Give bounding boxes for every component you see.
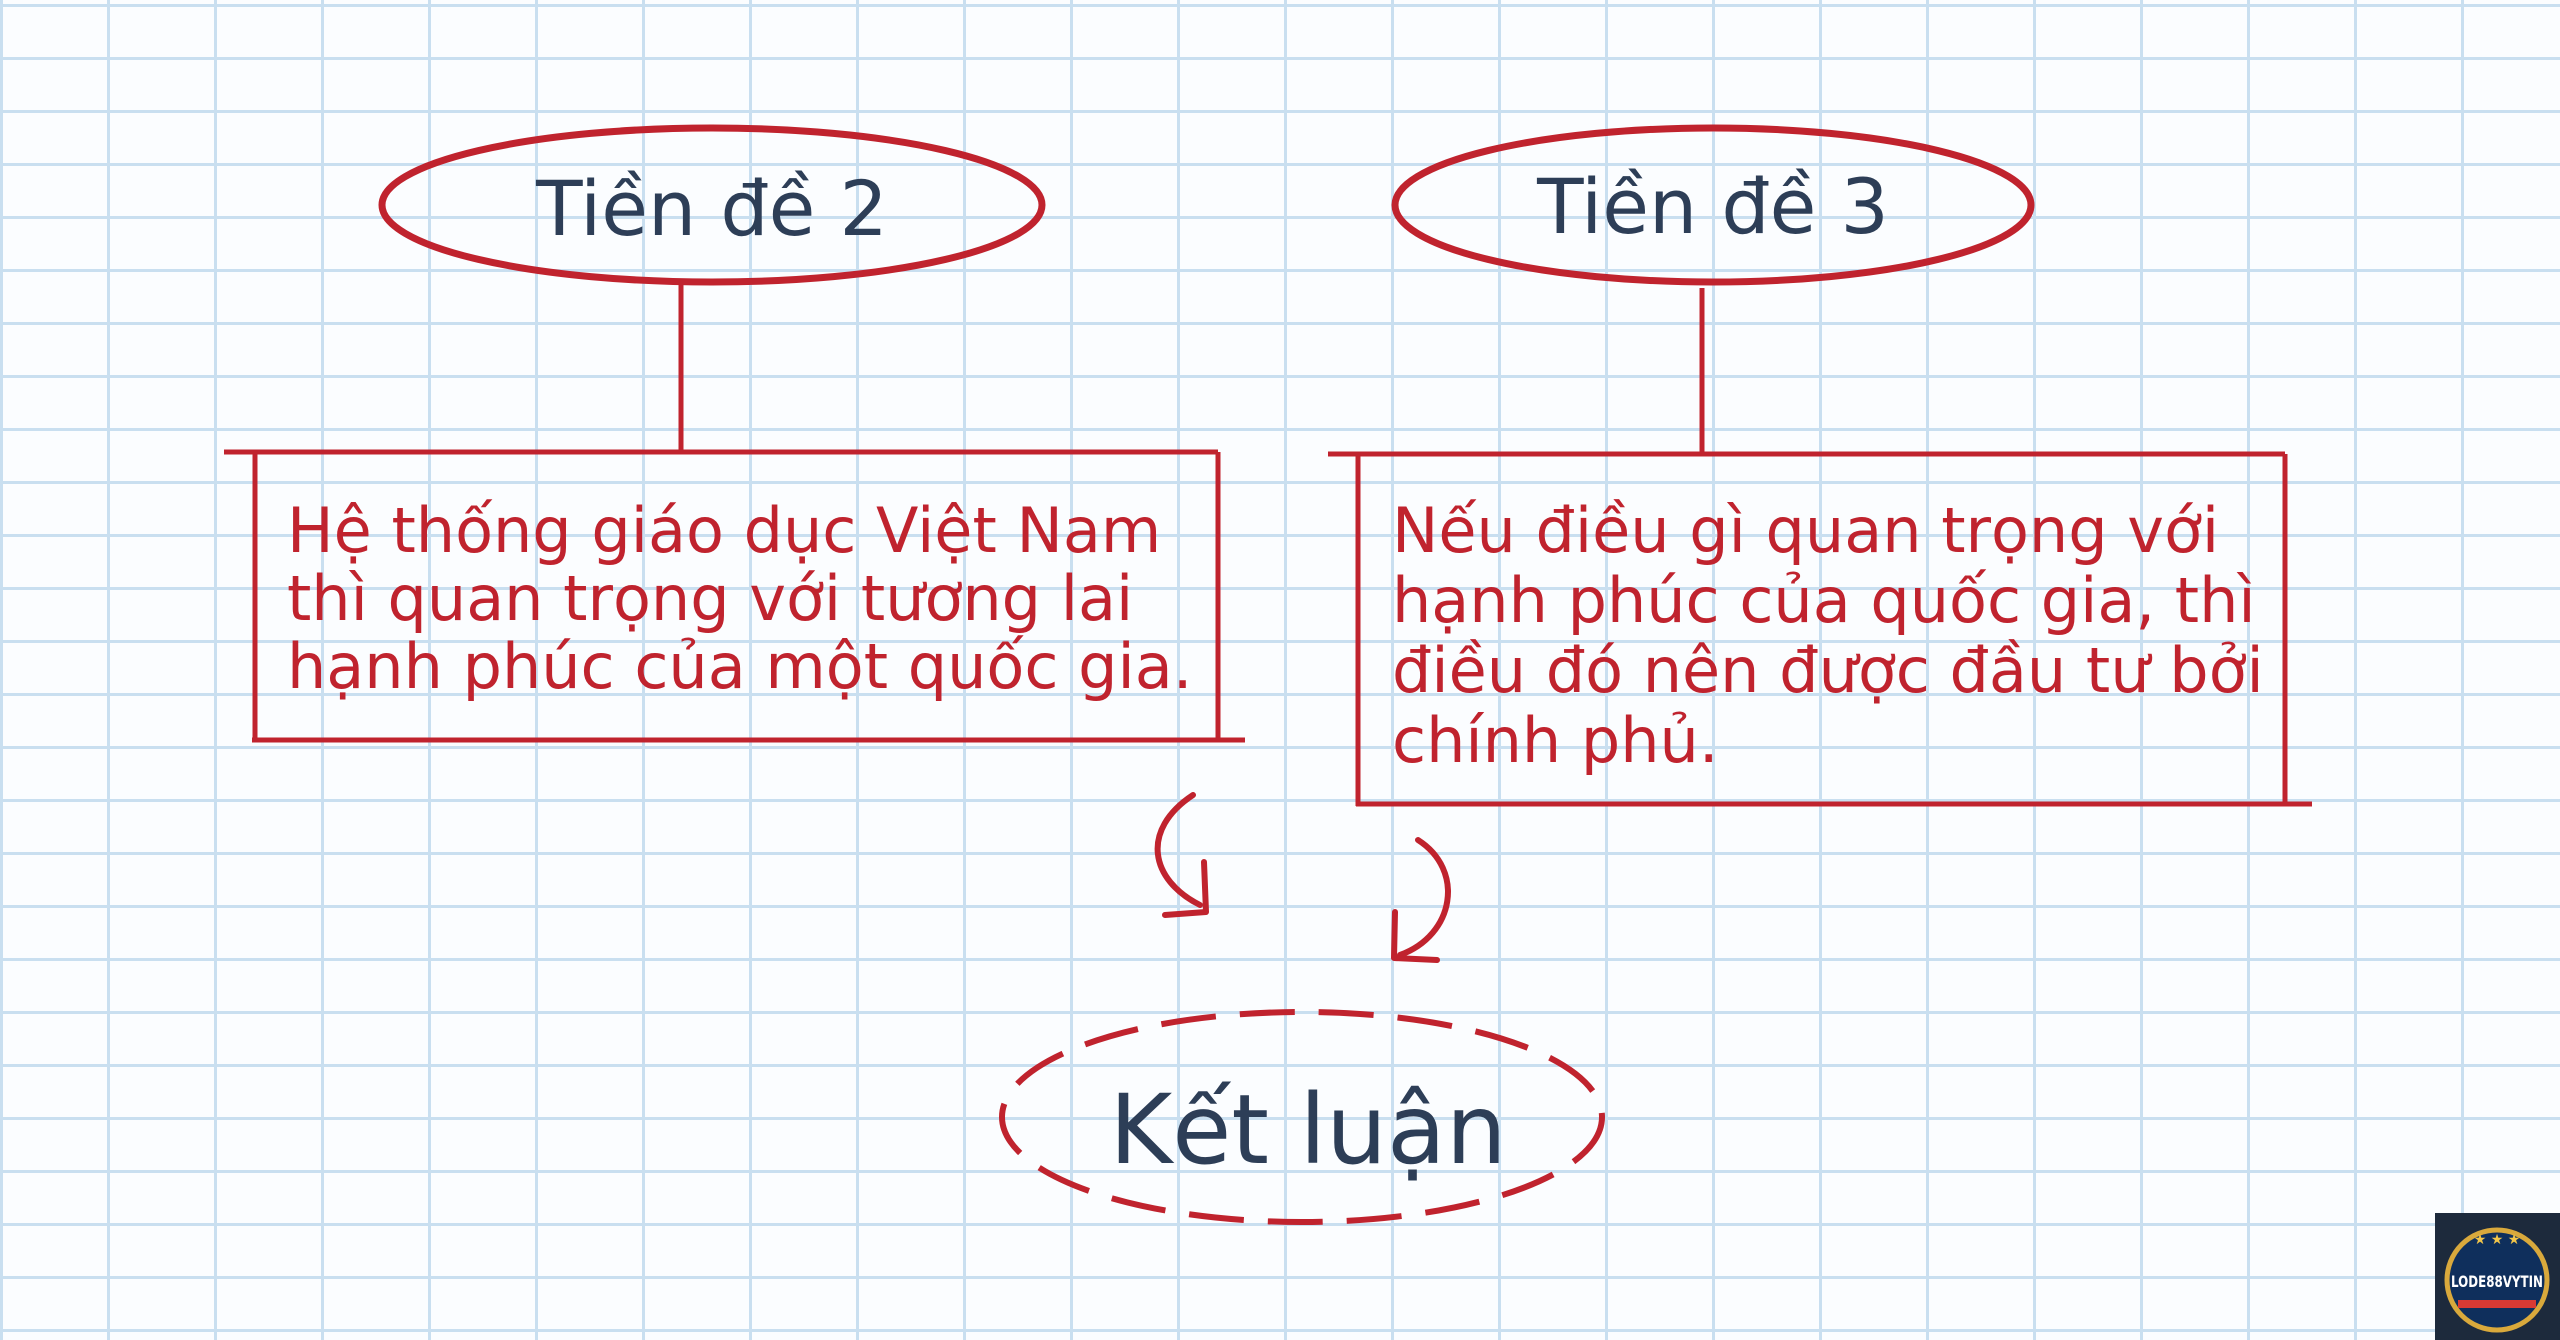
- premise-3-title: Tiền đề 3: [1536, 162, 1889, 251]
- logo-badge: ★ ★ ★ LODE88VYTIN: [2435, 1213, 2560, 1340]
- premise-3-line-4: chính phủ.: [1392, 704, 1719, 777]
- premise-3-line-2: hạnh phúc của quốc gia, thì: [1392, 564, 2256, 637]
- premise-2: Tiền đề 2 Hệ thống giáo dục Việt Nam thì…: [224, 124, 1245, 743]
- arrow-right-head: [1391, 909, 1440, 963]
- conclusion: Kết luận: [999, 1009, 1605, 1225]
- premise-3-ellipse: [1391, 124, 2035, 286]
- arrow-from-premise-2: [1154, 792, 1209, 918]
- premise-2-line-1: Hệ thống giáo dục Việt Nam: [287, 494, 1161, 567]
- premise-3-box: [1328, 451, 2312, 807]
- arrow-from-premise-3: [1391, 837, 1451, 963]
- premise-2-ellipse: [378, 124, 1046, 286]
- premise-2-line-3: hạnh phúc của một quốc gia.: [287, 630, 1192, 703]
- arrow-left-curve: [1154, 792, 1203, 908]
- arrow-right-curve: [1397, 837, 1451, 958]
- conclusion-label: Kết luận: [1109, 1074, 1506, 1186]
- premise-2-box: [224, 449, 1245, 743]
- arrow-left-head: [1162, 859, 1209, 918]
- logo-text: LODE88VYTIN: [2451, 1272, 2543, 1291]
- conclusion-ellipse: [999, 1009, 1605, 1225]
- logo-ribbon: [2458, 1300, 2536, 1308]
- premise-3-line-1: Nếu điều gì quan trọng với: [1392, 494, 2219, 567]
- premise-3: Tiền đề 3 Nếu điều gì quan trọng với hạn…: [1328, 124, 2312, 807]
- premise-2-title: Tiền đề 2: [535, 164, 888, 253]
- premise-2-line-2: thì quan trọng với tương lai: [287, 562, 1133, 635]
- logo-stars: ★ ★ ★: [2474, 1232, 2521, 1248]
- premise-3-line-3: điều đó nên được đầu tư bởi: [1392, 634, 2264, 707]
